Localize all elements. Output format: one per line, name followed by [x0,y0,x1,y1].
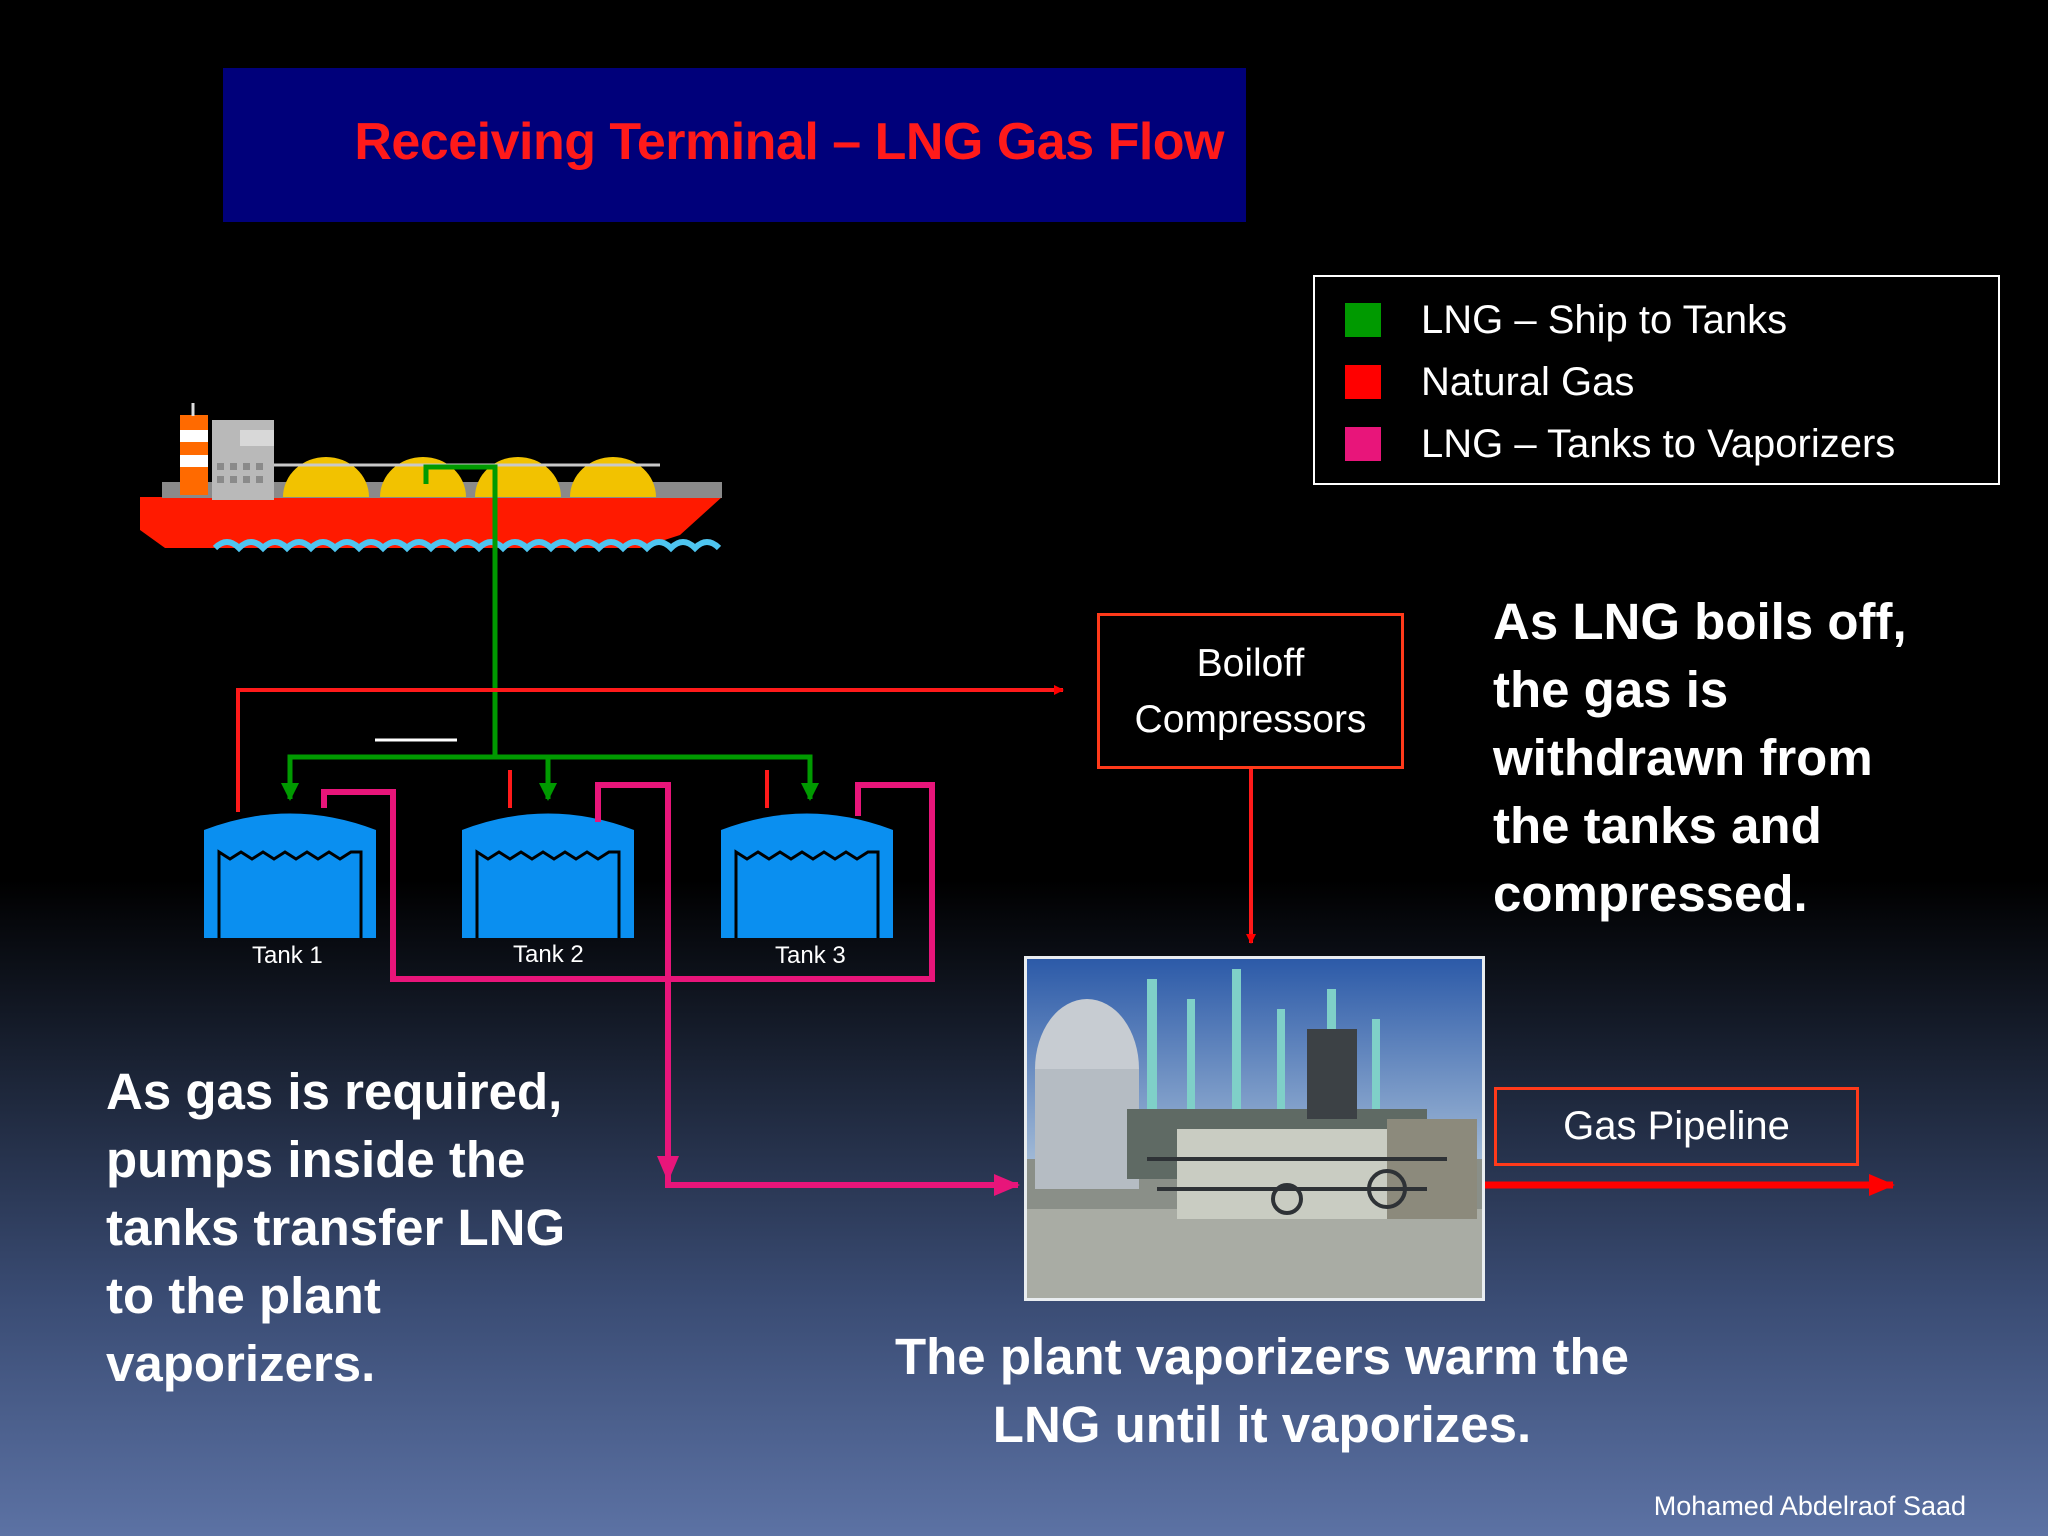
title-banner: Receiving Terminal – LNG Gas Flow [223,68,1246,222]
magenta-lng-lines [321,782,1020,1196]
author-credit: Mohamed Abdelraof Saad [1653,1491,1966,1521]
vaporizers-note: The plant vaporizers warm the LNG until … [894,1328,1630,1453]
tank-3 [721,813,893,938]
tank-1-label: Tank 1 [252,942,323,969]
tank-2-label: Tank 2 [513,941,584,968]
sea-waves [212,539,722,553]
pumps-note: As gas is required, pumps inside the tan… [106,1063,566,1392]
tank-1 [204,813,376,938]
lng-carrier-ship [140,403,722,553]
tank-3-label: Tank 3 [775,942,846,969]
slide-title: Receiving Terminal – LNG Gas Flow [354,113,1224,171]
legend-swatch-magenta [1345,427,1381,461]
gas-pipeline-box: Gas Pipeline [1494,1087,1859,1166]
green-lng-lines [281,464,819,801]
boiloff-compressors-box: Boiloff Compressors [1097,613,1404,769]
tank-2 [462,813,634,938]
legend: LNG – Ship to Tanks Natural Gas LNG – Ta… [1313,275,2000,485]
legend-item-natural-gas: Natural Gas [1345,357,1634,407]
ship-hull [140,497,722,548]
legend-swatch-green [1345,303,1381,337]
legend-item-tanks-to-vaporizers: LNG – Tanks to Vaporizers [1345,419,1895,469]
red-gas-lines [236,685,1256,944]
legend-swatch-red [1345,365,1381,399]
vaporizer-plant-image [1024,956,1485,1301]
storage-tanks [204,813,893,938]
legend-item-ship-to-tanks: LNG – Ship to Tanks [1345,295,1787,345]
boiloff-note: As LNG boils off, the gas is withdrawn f… [1493,593,1907,922]
